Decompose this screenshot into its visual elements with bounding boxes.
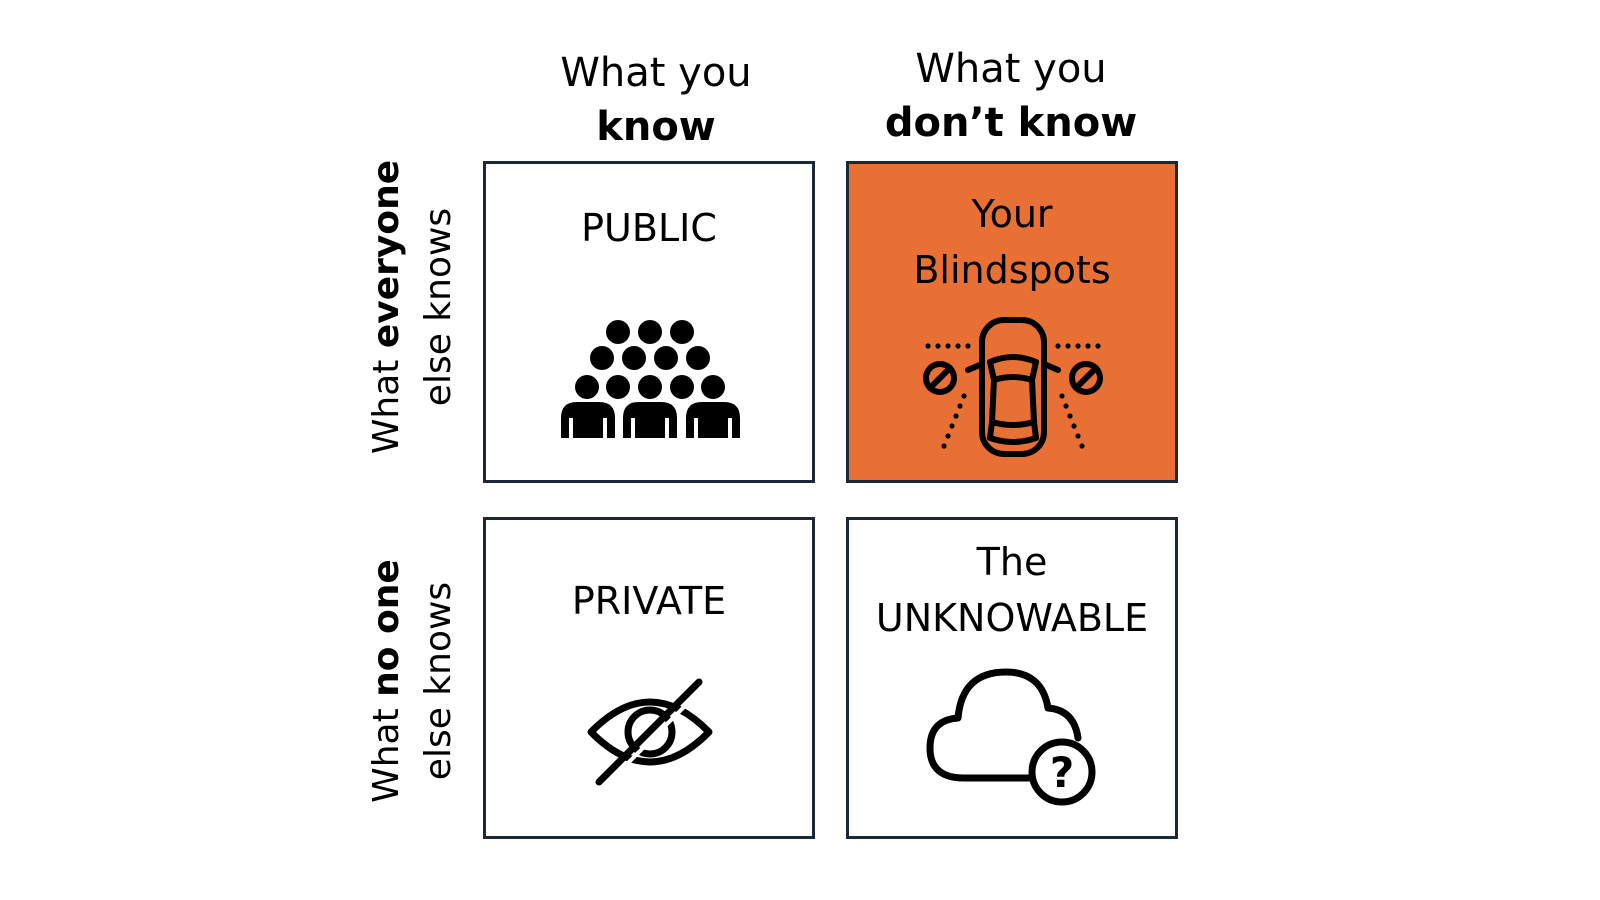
row-header-everyone: What everyone else knows (353, 142, 473, 472)
eye-slash-icon (587, 678, 713, 788)
cloud-question-icon: ? (926, 668, 1096, 806)
quadrant-blindspots: Your Blindspots (846, 161, 1178, 483)
column-header-know-line1: What you (560, 50, 752, 96)
row-header-no-one-prefix: What (366, 696, 407, 803)
column-header-dont-know-line1: What you (915, 46, 1107, 92)
column-header-dont-know-line2: don’t know (884, 100, 1138, 146)
row-header-everyone-line2: else knows (418, 207, 459, 407)
svg-text:?: ? (1050, 748, 1074, 797)
column-header-know-line2: know (596, 104, 716, 150)
column-header-know: What you know (491, 46, 821, 154)
row-header-no-one-line2: else knows (418, 581, 459, 781)
quadrant-unknowable-label: The UNKNOWABLE (849, 534, 1175, 646)
row-header-no-one-emphasis: no one (366, 559, 407, 697)
quadrant-unknowable-label-line1: The (976, 540, 1048, 584)
row-header-everyone-emphasis: everyone (366, 159, 407, 349)
quadrant-public-label: PUBLIC (486, 200, 812, 256)
column-header-dont-know: What you don’t know (846, 42, 1176, 150)
quadrant-blindspots-label-line1: Your (971, 192, 1053, 236)
quadrant-unknowable-label-line2: UNKNOWABLE (875, 596, 1149, 640)
quadrant-public-label-text: PUBLIC (581, 206, 717, 250)
row-header-no-one-line1: What no one (361, 516, 413, 846)
quadrant-private: PRIVATE (483, 517, 815, 839)
quadrant-blindspots-label: Your Blindspots (849, 186, 1175, 298)
row-header-everyone-line1: What everyone (361, 142, 413, 472)
quadrant-blindspots-label-line2: Blindspots (913, 248, 1111, 292)
audience-icon (561, 320, 740, 438)
row-header-everyone-prefix: What (366, 348, 407, 455)
quadrant-private-label-text: PRIVATE (571, 579, 727, 623)
car-blindspot-icon (923, 317, 1103, 457)
row-header-no-one: What no one else knows (353, 516, 473, 846)
quadrant-unknowable: The UNKNOWABLE ? (846, 517, 1178, 839)
quadrant-private-label: PRIVATE (486, 573, 812, 629)
quadrant-public: PUBLIC (483, 161, 815, 483)
